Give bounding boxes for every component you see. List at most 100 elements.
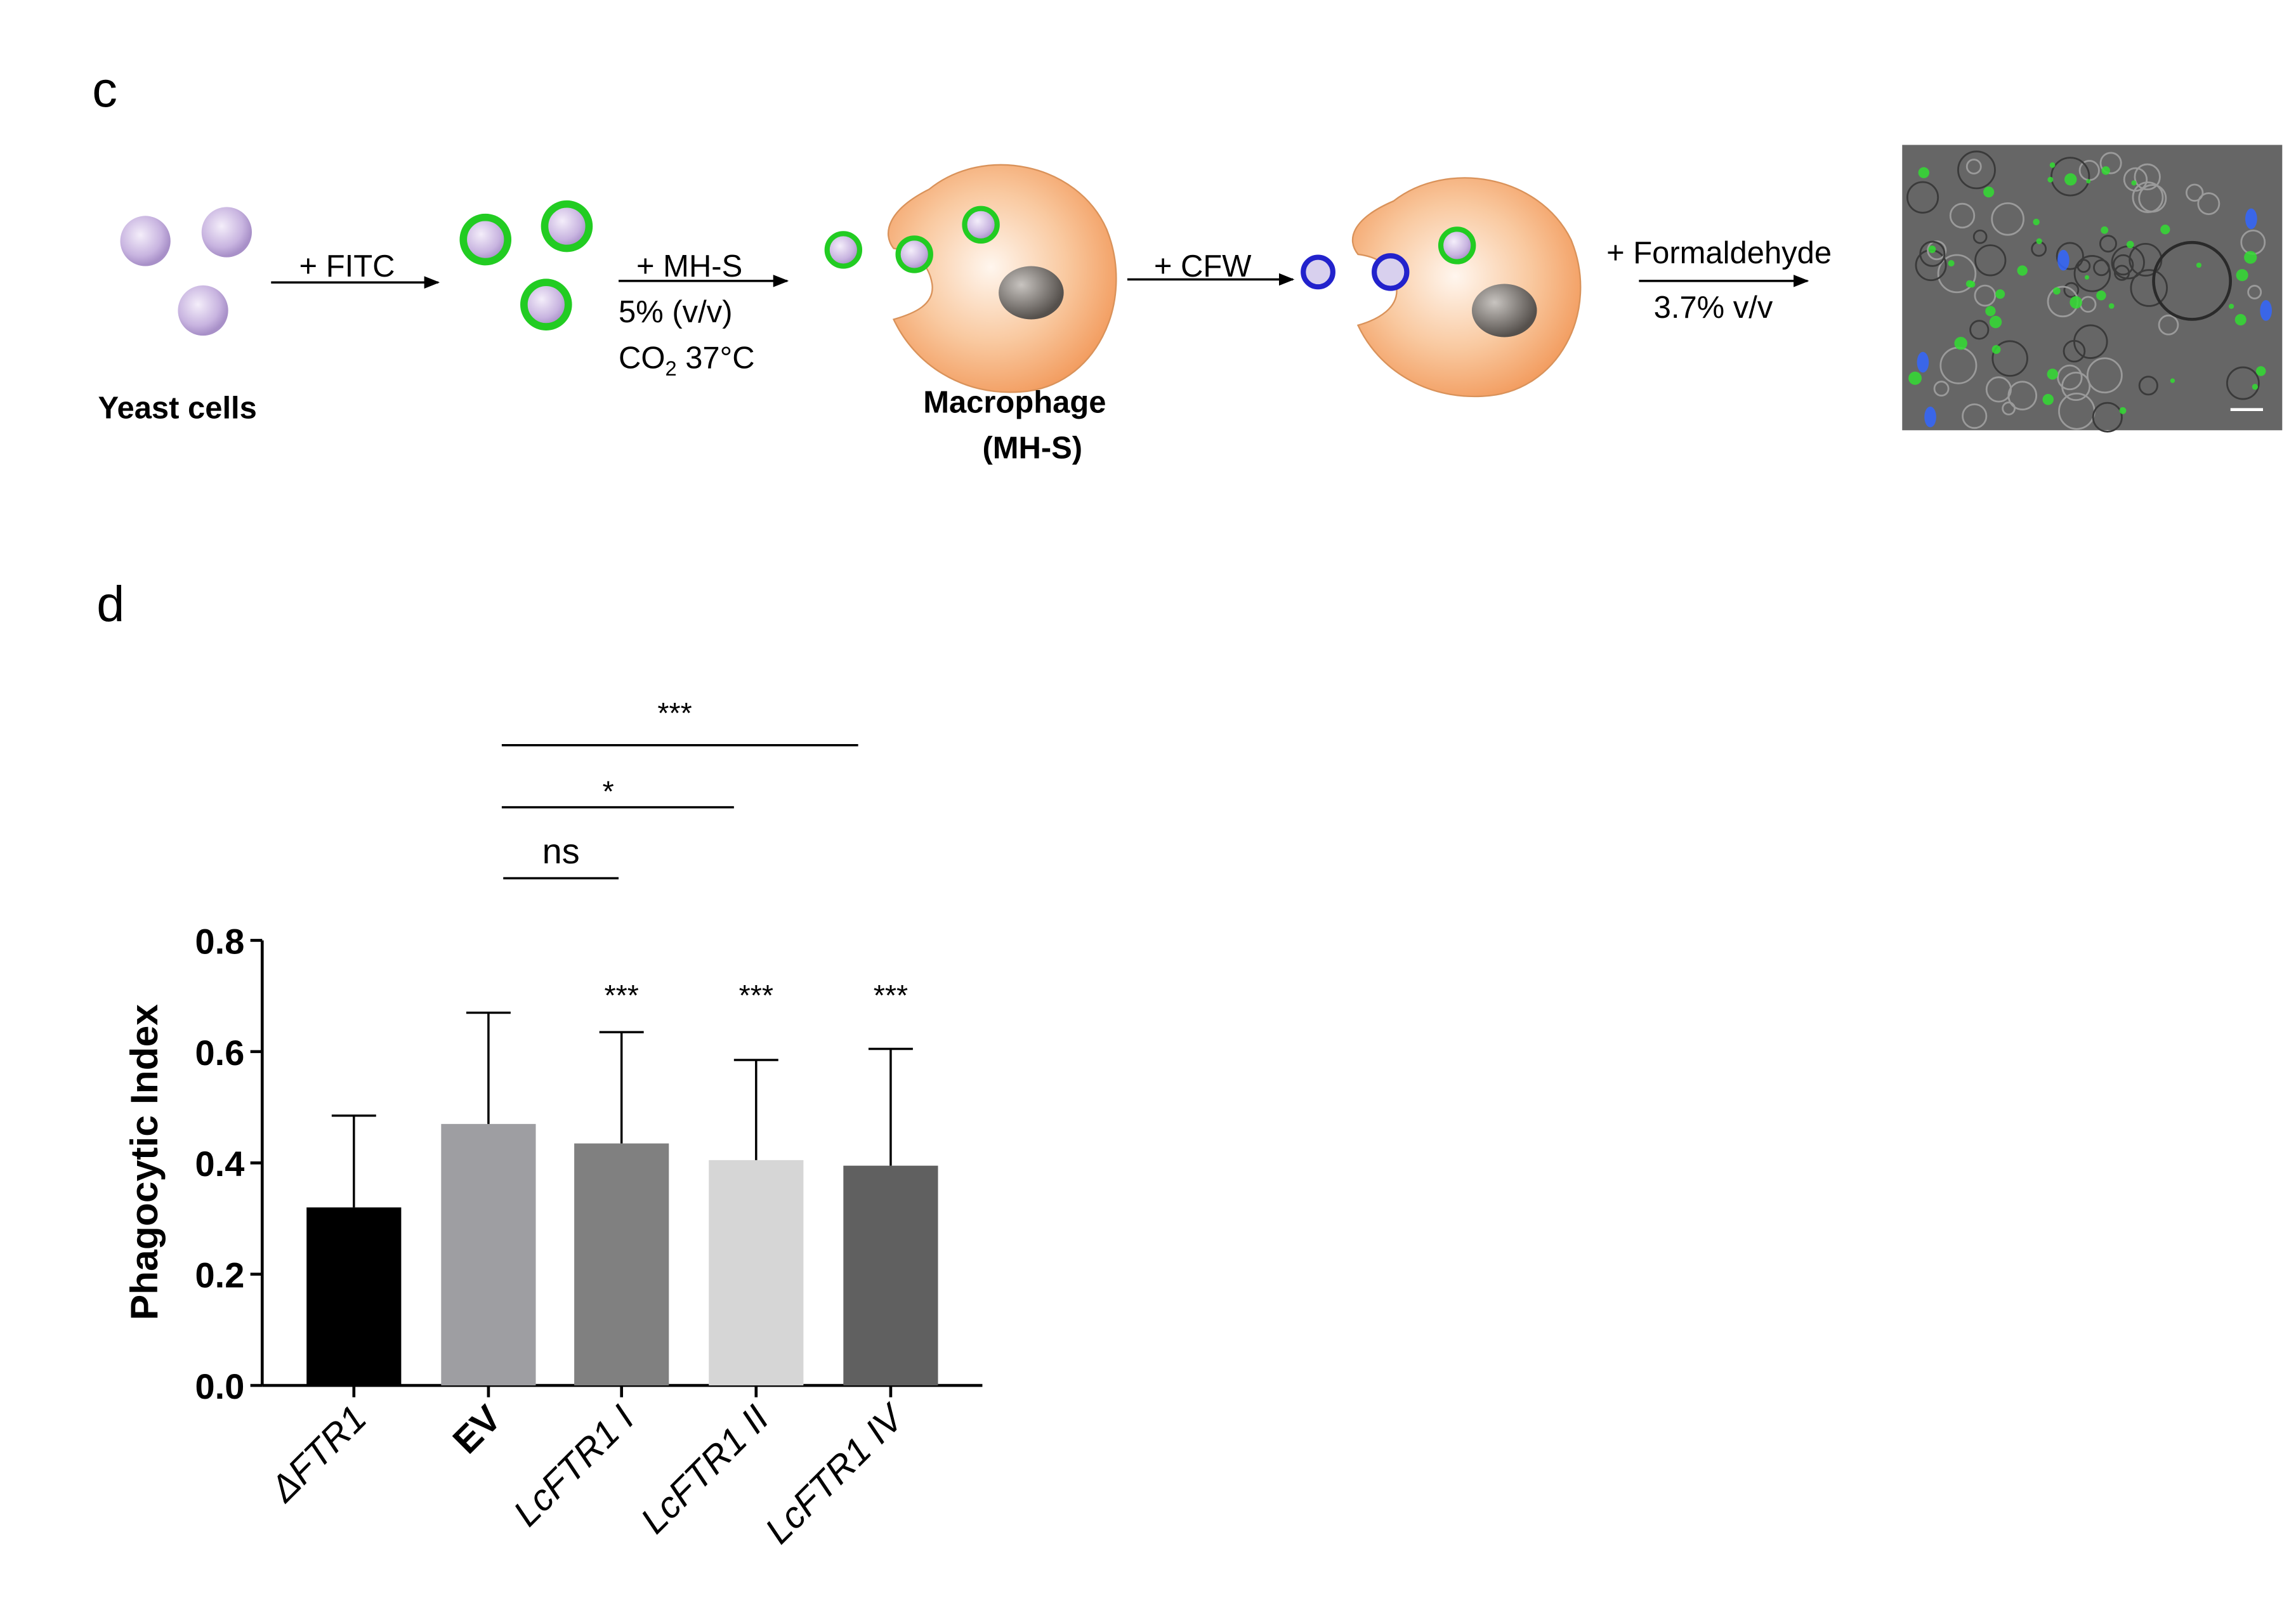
fitc-signal [2196,262,2202,268]
fitc-signal [2049,162,2056,168]
fitc-signal [2064,173,2077,186]
temperature-text: 37°C [677,341,755,375]
macrophage-sublabel: (MH-S) [982,431,1082,466]
macrophage-cfw-icon [1301,177,1582,398]
fitc-signal [2042,394,2054,405]
bar [306,1207,402,1386]
microscopy-cell [2050,157,2090,197]
bar [574,1143,669,1386]
microscopy-cell [2061,371,2091,402]
comparison-label: *** [657,697,692,729]
cfw-signal [1917,351,1929,373]
y-tick-label: 0.0 [195,1366,245,1406]
microscopy-cell [1991,340,2028,377]
fitc-signal [1928,245,1936,253]
cfw-signal [2057,249,2070,271]
microscopy-cell [2056,242,2084,270]
step-cfw-label: + CFW [1154,249,1252,284]
microscopy-cell [2099,152,2122,174]
microscopy-cell [2138,376,2158,396]
fitc-signal [2017,265,2028,276]
microscopy-cell [1991,202,2024,236]
fitc-signal [2047,369,2058,380]
microscopy-cell [2086,357,2123,394]
fitc-yeast-icon [459,200,593,330]
microscopy-cell [2073,324,2108,359]
x-tick-label: LcFTR1 II [633,1397,777,1541]
microscopy-image [1902,145,2283,433]
fitc-signal [2070,296,2082,309]
panel-d-label: d [96,575,124,632]
microscopy-cell [2099,235,2117,253]
microscopy-cell [1957,150,1996,190]
fitc-signal [2084,275,2089,280]
y-tick-label: 0.8 [195,921,245,961]
microscopy-cell [2002,402,2016,415]
fitc-signal [2234,313,2247,326]
fitc-signal [2053,287,2061,295]
microscopy-cell [2057,364,2083,391]
fitc-signal [2096,291,2106,301]
macrophage-icon [824,164,1117,393]
microscopy-cell [2063,282,2080,298]
microscopy-cell [2158,314,2179,336]
y-tick-label: 0.4 [195,1144,245,1184]
microscopy-cell [1949,202,1976,229]
fitc-signal [2101,166,2110,175]
microscopy-cell [1969,320,1990,340]
fitc-signal [1965,280,1974,288]
cfw-signal [1924,406,1936,428]
x-tick-label: LcFTR1 IV [758,1396,914,1552]
cfw-signal [2260,300,2272,321]
microscopy-cell [1927,240,1947,261]
fitc-signal [2255,366,2266,376]
microscopy-cell [2197,192,2221,216]
panel-c-label: c [92,61,117,117]
microscopy-cell [2007,381,2038,410]
microscopy-cell [2073,255,2111,292]
yeast-cells-label: Yeast cells [98,391,257,426]
fitc-signal [2252,384,2259,390]
fitc-signal [2126,240,2134,249]
fitc-signal [2170,378,2175,383]
microscopy-cell [2130,269,2168,307]
microscopy-cell [2123,167,2148,192]
microscopy-cell [2247,285,2262,299]
step-mhs-label: + MH-S [636,249,742,284]
fitc-signal [1908,371,1922,385]
fitc-signal [1983,186,1995,198]
fitc-signal [2108,303,2115,309]
fitc-signal [2236,269,2248,282]
bar [441,1123,536,1386]
step-formaldehyde-label: + Formaldehyde [1606,236,1832,270]
step-formaldehyde-conc: 3.7% v/v [1654,291,1773,325]
microscopy-cell [1974,244,2007,277]
y-tick-label: 0.2 [195,1255,245,1295]
macrophage-label: Macrophage [923,385,1106,419]
fitc-signal [2160,225,2170,235]
fitc-signal [2047,176,2054,183]
x-tick-label: EV [445,1397,509,1462]
comparison-label: ns [542,831,580,871]
step-mhs-conc: 5% (v/v) [619,295,732,329]
panel-c: c Yeast cells + FITC + MH-S 5% (v/v) CO2… [92,61,2283,466]
microscopy-cell [2226,366,2260,400]
fitc-signal [2244,251,2257,264]
nucleus-icon [999,266,1064,320]
cfw-signal [2245,208,2257,230]
fitc-signal [2119,407,2127,414]
step-mhs-conditions: CO2 37°C [619,341,755,380]
fitc-signal [2101,226,2109,234]
microscopy-cell [2112,254,2134,276]
microscopy-cell [1933,381,1950,397]
co2-text: CO [619,341,665,375]
microscopy-cell [2132,181,2164,213]
microscopy-cell [2185,183,2204,202]
yeast-cells-icon [120,207,252,336]
microscopy-cell [1965,159,1982,175]
microscopy-cell [1919,240,1946,267]
fitc-signal [2229,303,2234,310]
significance-marker: *** [874,979,908,1012]
